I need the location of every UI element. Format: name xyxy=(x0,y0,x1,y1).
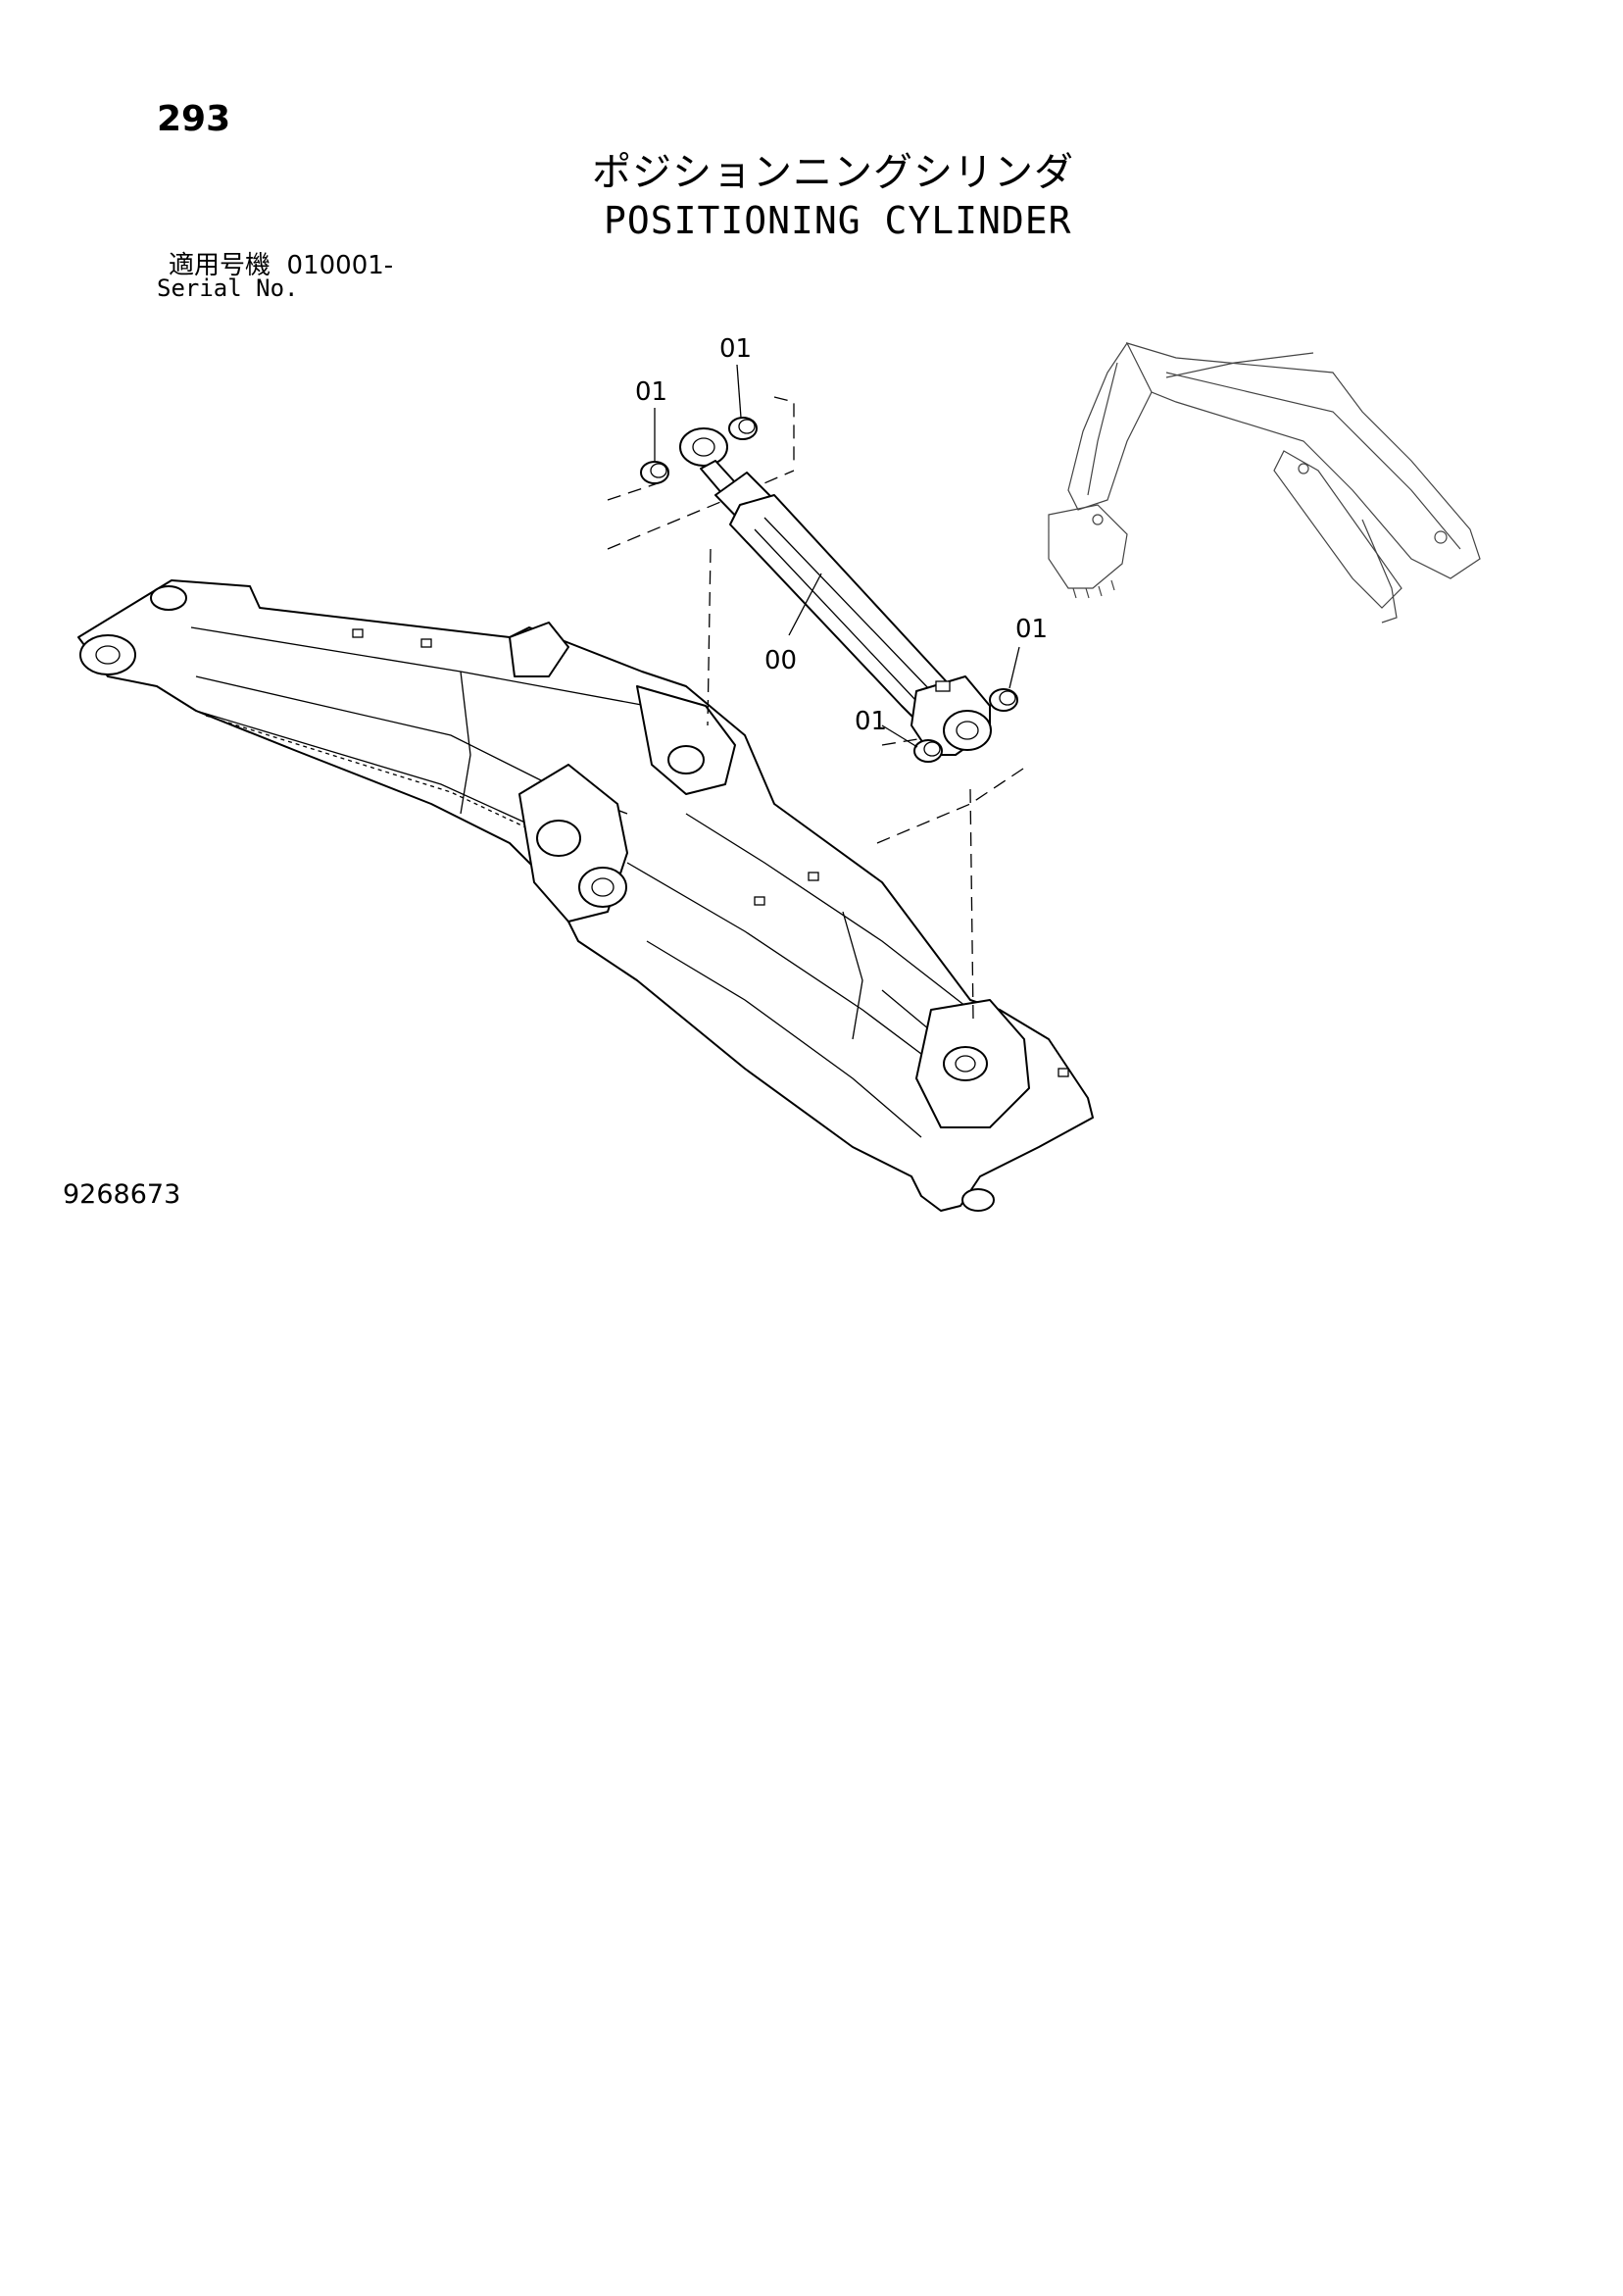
install-line-top-vertical xyxy=(707,548,712,726)
top-lug xyxy=(509,622,569,677)
overview-arm xyxy=(1067,342,1153,511)
overview-bucket xyxy=(1048,504,1128,589)
bushing-bottom-left xyxy=(913,739,943,763)
boom-arm-lower xyxy=(646,940,922,1138)
boom-foot-bore xyxy=(95,645,121,665)
boom-arm-upper xyxy=(685,813,971,1011)
overview-pin-2 xyxy=(1298,463,1309,474)
boom-tip-pin-boss xyxy=(943,1046,988,1081)
leader-bottom-right xyxy=(1008,646,1020,689)
serial-applicability: 適用号機 010001- xyxy=(169,253,393,278)
bushing-bottom-right xyxy=(989,688,1018,712)
overview-cylinder xyxy=(1273,450,1402,609)
boom-end-bore xyxy=(961,1188,995,1212)
overview-pin-3 xyxy=(1092,514,1104,525)
bracket-pin-boss-1 xyxy=(536,820,581,857)
leader-lines xyxy=(654,364,1020,748)
install-line-top xyxy=(607,499,726,550)
boss-4 xyxy=(808,872,819,881)
page-title-japanese: ポジションニングシリンダ xyxy=(592,150,1074,195)
barrel-highlight xyxy=(754,528,917,702)
drawing-number: 9268673 xyxy=(63,1179,181,1210)
page-title: POSITIONING CYLINDER xyxy=(604,199,1072,242)
boss-1 xyxy=(352,628,364,638)
callout-bushing-top-right: 01 xyxy=(719,334,752,364)
boom-foot-boss xyxy=(79,634,136,675)
callout-bushing-bottom-left: 01 xyxy=(855,707,887,736)
overview-lower-link xyxy=(1361,519,1398,624)
serial-label: Serial No. xyxy=(157,275,299,302)
boom-arm-web xyxy=(626,862,942,1070)
positioning-cylinder xyxy=(679,427,992,756)
callout-labels: 01 01 00 01 01 xyxy=(635,334,1048,736)
boom-panel-2 xyxy=(842,911,863,1040)
overview-boom xyxy=(1125,342,1481,579)
mid-joint-pin-boss xyxy=(667,745,705,774)
bushings xyxy=(640,417,1018,763)
serial-number-value: 010001- xyxy=(286,251,394,280)
callout-bushing-top-left: 01 xyxy=(635,377,667,407)
page-number: 293 xyxy=(157,99,231,139)
overview-arm-line xyxy=(1087,362,1118,496)
leader-bottom-left xyxy=(881,724,918,748)
bushing-top-left xyxy=(640,461,669,484)
boss-2 xyxy=(420,638,432,648)
boss-5 xyxy=(1057,1068,1069,1077)
mid-joint-lug xyxy=(636,685,736,795)
boom-edge-lower xyxy=(195,710,550,834)
cylinder-port xyxy=(935,680,951,692)
cap-eye xyxy=(943,710,992,751)
overview-boom-line xyxy=(1165,372,1461,550)
bracket-pin-bore xyxy=(591,877,615,897)
boom-tip-pin-bore xyxy=(955,1055,976,1073)
boss-3 xyxy=(754,896,765,906)
barrel-highlight-2 xyxy=(763,517,932,692)
install-line-bottom xyxy=(876,764,1030,844)
rod-eye xyxy=(679,427,728,467)
leader-top-right xyxy=(736,364,742,419)
cap-eye-bore xyxy=(956,721,979,740)
excavator-overview xyxy=(1048,342,1481,624)
boom-foot-boss-upper xyxy=(150,585,187,611)
install-line-top-right xyxy=(773,396,795,461)
overview-bucket-teeth xyxy=(1072,579,1115,599)
bushing-top-right xyxy=(728,417,758,440)
install-line-bottom-vertical xyxy=(969,788,974,1021)
callout-cylinder: 00 xyxy=(764,646,797,675)
bracket-pin-boss-2 xyxy=(578,867,627,908)
rod-eye-bore xyxy=(692,437,715,457)
callout-bushing-bottom-right: 01 xyxy=(1015,615,1048,644)
overview-stick-cylinder xyxy=(1165,352,1314,378)
boom-panel-1 xyxy=(460,671,471,815)
leader-cylinder xyxy=(788,573,822,636)
serial-label-japanese: 適用号機 xyxy=(169,251,271,280)
overview-pin-1 xyxy=(1434,530,1448,544)
boom-assembly xyxy=(77,579,1094,1212)
